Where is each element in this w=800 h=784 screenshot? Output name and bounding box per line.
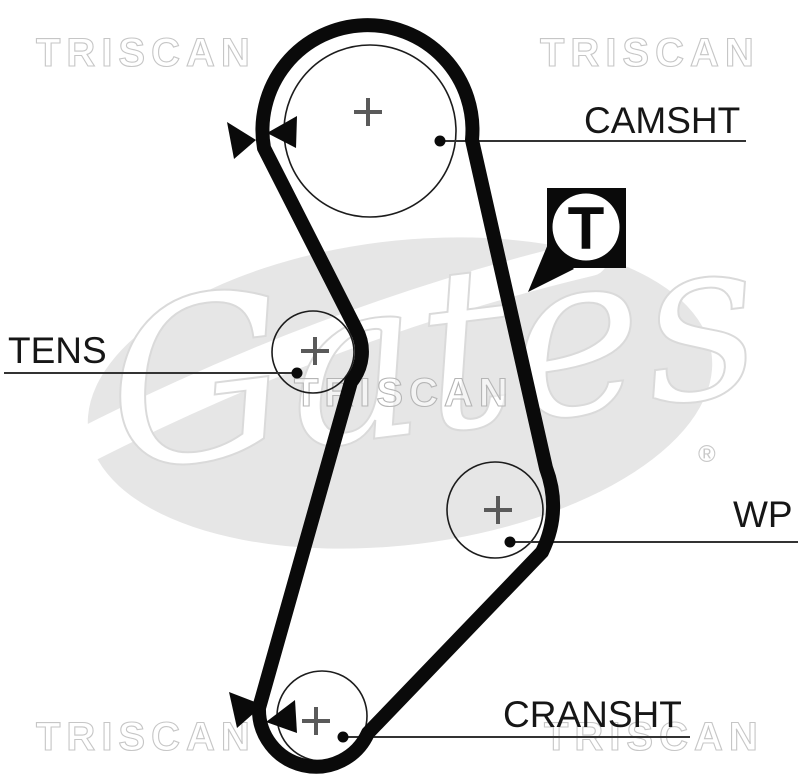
badge-circle (552, 193, 620, 261)
tensioner-pulley-circle (271, 310, 355, 394)
leader-lines (4, 140, 798, 738)
camshaft-pulley-circle (283, 44, 457, 218)
crankshaft-right-arrow-icon (266, 700, 297, 733)
camshaft-label: CAMSHT (584, 100, 740, 141)
timing-mark-badge: T (528, 188, 626, 292)
triscan-watermark-middle: TRISCAN (294, 371, 514, 415)
gates-watermark-swoosh (62, 240, 608, 466)
triscan-watermark-bottom-left: TRISCAN (36, 715, 256, 759)
crankshaft-leader-dot (337, 731, 349, 743)
camshaft-left-arrow-icon (227, 122, 256, 159)
gates-watermark-ellipse (87, 237, 713, 549)
water-pump-center-plus-icon (484, 496, 512, 524)
crankshaft-left-arrow-icon (229, 692, 263, 728)
timing-belt-path (251, 18, 561, 774)
alignment-arrows (227, 116, 297, 733)
tensioner-leader-dot (291, 367, 303, 379)
triscan-watermark-top-right: TRISCAN (540, 31, 760, 75)
tensioner-center-plus-icon (301, 337, 329, 365)
water-pump-label: WP (733, 494, 793, 535)
water-pump-pulley-circle (446, 461, 544, 559)
leader-dots (291, 135, 516, 743)
camshaft-right-arrow-icon (267, 116, 297, 148)
pulley-center-markers (301, 98, 512, 735)
gates-script-text: Gates (93, 184, 773, 524)
registered-trademark-icon: ® (698, 441, 716, 468)
tensioner-label: TENS (8, 330, 107, 371)
water-pump-leader-dot (504, 536, 516, 548)
camshaft-center-plus-icon (354, 98, 382, 126)
triscan-watermark-top-left: TRISCAN (36, 31, 256, 75)
crankshaft-center-plus-icon (302, 707, 330, 735)
crankshaft-label: CRANSHT (503, 694, 682, 735)
badge-t-letter: T (568, 195, 605, 262)
camshaft-leader-dot (434, 135, 446, 147)
